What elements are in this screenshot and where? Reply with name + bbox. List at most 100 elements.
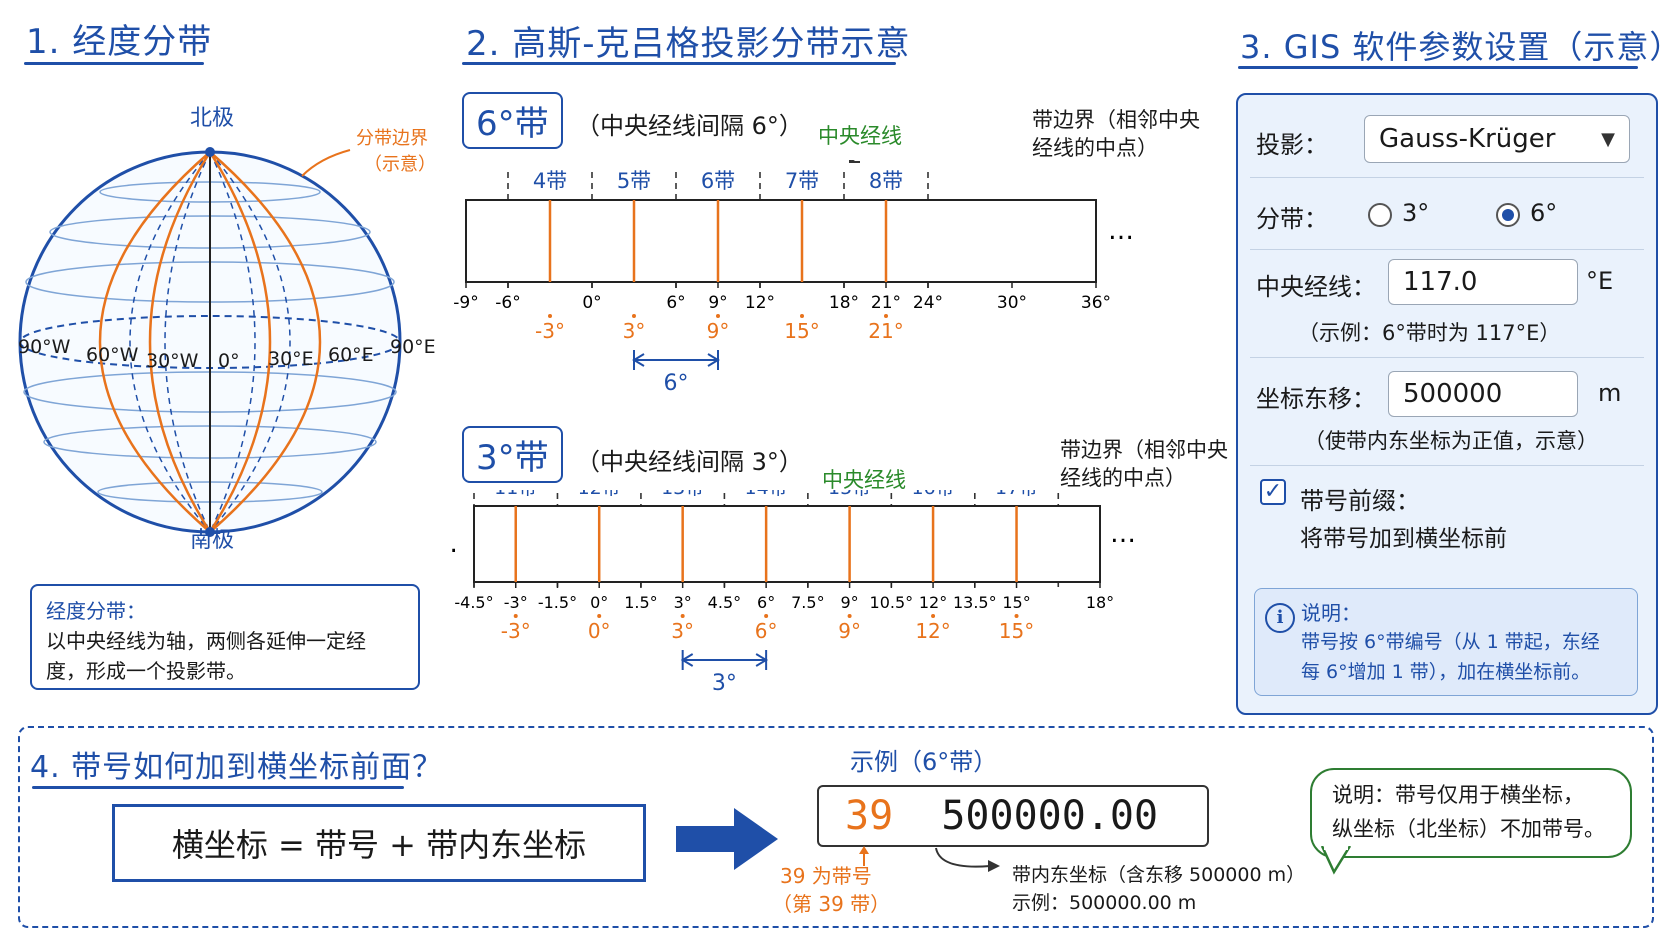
- zone-prefix-desc: 将带号加到横坐标前: [1300, 526, 1507, 552]
- section1-note-title: 经度分带：: [46, 599, 146, 623]
- zone-meridian-orange: [209, 151, 322, 533]
- central-dot: [884, 314, 888, 318]
- zone-label: 8带: [869, 169, 903, 193]
- zone-label: 11带: [494, 490, 537, 499]
- ellipsis-right: …: [1110, 519, 1136, 549]
- central-meridian-hint: （示例：6°带时为 117°E）: [1298, 321, 1561, 345]
- info-icon: i: [1265, 603, 1295, 633]
- example-zone-number: 39: [845, 793, 894, 839]
- projection-select[interactable]: Gauss-Krüger ▼: [1364, 115, 1630, 163]
- tick-label: 4.5°: [708, 593, 741, 612]
- boundary-arrowhead: [849, 160, 860, 163]
- false-easting-hint: （使带内东坐标为正值，示意）: [1304, 429, 1598, 453]
- lon-label-90w: 90°W: [18, 336, 71, 358]
- zone-label: 13带: [661, 490, 704, 499]
- lon-label-30e: 30°E: [268, 348, 314, 370]
- central-dot: [597, 614, 602, 618]
- lon-label-0: 0°: [218, 350, 240, 372]
- width-dimension-label: 6°: [664, 371, 689, 396]
- central-label: 21°: [868, 319, 903, 343]
- width-dimension-arrowhead: [680, 653, 694, 667]
- section1-note-line1: 以中央经线为轴，两侧各延伸一定经: [46, 629, 366, 653]
- central-label: -3°: [535, 319, 565, 343]
- central-label: 9°: [707, 319, 730, 343]
- zone-label: 6带: [701, 169, 735, 193]
- zone-note-line1: 39 为带号: [780, 864, 872, 888]
- section1-title: 1. 经度分带: [26, 22, 213, 62]
- formula-text: 横坐标 = 带号 + 带内东坐标: [171, 826, 587, 864]
- central-dot: [680, 614, 685, 618]
- tick-label: 13.5°: [953, 593, 997, 612]
- projection-value: Gauss-Krüger: [1379, 124, 1556, 154]
- width-dimension-arrowhead: [707, 353, 720, 367]
- central-label: -3°: [501, 619, 531, 643]
- zone-prefix-checkbox[interactable]: ✓: [1260, 479, 1286, 505]
- zone-meridian-orange: [208, 151, 272, 533]
- zone-label: 17带: [995, 490, 1038, 499]
- three-degree-badge: 3°带: [462, 426, 563, 483]
- gis-settings-panel: 投影： Gauss-Krüger ▼ 分带： 3° 6° 中央经线： 117.0…: [1236, 93, 1658, 715]
- central-dot: [513, 614, 518, 618]
- boundary-note-line1: 分带边界: [356, 128, 428, 149]
- three-degree-strip: ……11带12带13带14带15带16带17带-4.5°-3°-1.5°0°1.…: [450, 490, 1136, 696]
- formula-box: 横坐标 = 带号 + 带内东坐标: [112, 804, 646, 882]
- note-bubble: 说明：带号仅用于横坐标， 纵坐标（北坐标）不加带号。: [1310, 768, 1632, 858]
- central-meridian-input[interactable]: 117.0: [1388, 259, 1578, 305]
- zone-label: 4带: [533, 169, 567, 193]
- tick-label: 21°: [871, 293, 901, 313]
- tick-label: -1.5°: [538, 593, 577, 612]
- bubble-line1: 说明：带号仅用于横坐标，: [1332, 783, 1584, 807]
- six-degree-badge: 6°带: [462, 92, 563, 149]
- central-label: 12°: [915, 619, 950, 643]
- section1-note: 经度分带： 以中央经线为轴，两侧各延伸一定经 度，形成一个投影带。: [30, 584, 420, 690]
- easting-note-line1: 带内东坐标（含东移 500000 m）: [1012, 864, 1306, 886]
- zone-label: 15带: [828, 490, 871, 499]
- example-pointers: [859, 846, 1000, 872]
- zone-prefix-label: 带号前缀：: [1300, 487, 1420, 515]
- ellipsis-left: …: [450, 529, 458, 559]
- tick-label: 0°: [582, 293, 601, 313]
- tick-label: 24°: [913, 293, 943, 313]
- width-dimension-arrowhead: [632, 353, 645, 367]
- info-box: i 说明： 带号按 6°带编号（从 1 带起，东经 每 6°增加 1 带），加在…: [1254, 588, 1638, 696]
- six-degree-strip: ……4带5带6带7带8带-9°-6°0°6°9°12°18°21°24°30°3…: [453, 160, 1134, 396]
- tick-label: 6°: [757, 593, 775, 612]
- three-central-meridian-label: 中央经线: [822, 468, 906, 492]
- ellipsis-right: …: [1108, 216, 1134, 246]
- example-box: 39 500000.00: [817, 785, 1209, 847]
- three-boundary-line1: 带边界（相邻中央: [1060, 438, 1228, 462]
- zone-note-line2: （第 39 带）: [772, 892, 891, 916]
- zone-meridian-orange: [98, 151, 211, 533]
- six-boundary-line1: 带边界（相邻中央: [1032, 108, 1200, 132]
- tick-label: 15°: [1002, 593, 1030, 612]
- six-central-meridian-label: 中央经线: [818, 124, 902, 148]
- tick-label: 18°: [829, 293, 859, 313]
- tick-label: 10.5°: [870, 593, 914, 612]
- central-meridian-unit: °E: [1586, 267, 1614, 295]
- lon-label-60w: 60°W: [86, 344, 139, 366]
- zone-label: 分带：: [1256, 205, 1328, 233]
- radio-6-degree-label: 6°: [1530, 199, 1558, 227]
- false-easting-unit: m: [1598, 379, 1622, 407]
- separator: [1250, 357, 1644, 358]
- radio-6-degree[interactable]: [1496, 203, 1520, 227]
- tick-label: 12°: [919, 593, 947, 612]
- radio-3-degree[interactable]: [1368, 203, 1392, 227]
- meridian-dashed: [209, 151, 291, 533]
- section3-title: 3. GIS 软件参数设置（示意）: [1240, 28, 1672, 66]
- separator: [1250, 249, 1644, 250]
- zone-label: 7带: [785, 169, 819, 193]
- lon-label-30w: 30°W: [146, 350, 199, 372]
- tick-label: 6°: [666, 293, 685, 313]
- globe-diagram: [18, 147, 402, 537]
- central-dot: [716, 314, 720, 318]
- false-easting-input[interactable]: 500000: [1388, 371, 1578, 417]
- example-title: 示例（6°带）: [850, 748, 998, 776]
- six-boundary-line2: 经线的中点）: [1032, 136, 1158, 160]
- example-easting: 500000.00: [941, 793, 1159, 839]
- north-pole-dot: [205, 147, 215, 157]
- zone-strip-frame: [473, 505, 1101, 583]
- tick-label: 9°: [841, 593, 859, 612]
- central-dot: [800, 314, 804, 318]
- central-dot: [548, 314, 552, 318]
